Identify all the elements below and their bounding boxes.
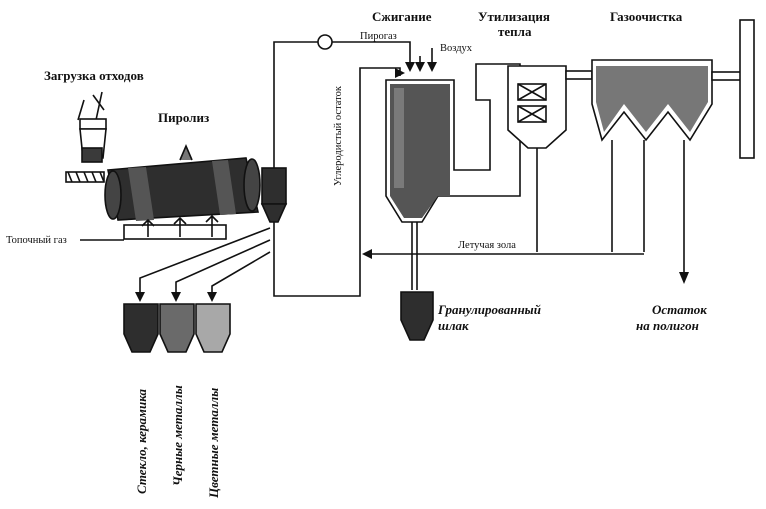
gas-cleaning-unit: [591, 59, 713, 284]
chimney-stack: [711, 19, 755, 159]
slag-drop: [400, 222, 434, 341]
label-carbon-residue: Углеродистый остаток: [333, 85, 344, 186]
label-glass-ceramics: Стекло, керамика: [134, 389, 149, 494]
separation-lines: [135, 227, 271, 302]
label-nonferrous-metals: Цветные металлы: [206, 388, 221, 499]
label-combustion: Сжигание: [372, 9, 432, 24]
label-fly-ash: Летучая зола: [458, 240, 516, 251]
fly-ash-line: [362, 249, 644, 259]
label-air: Воздух: [440, 43, 473, 54]
label-pyrogas: Пирогаз: [360, 31, 397, 42]
pyrogas-pipe: [273, 34, 415, 168]
label-pyrolysis: Пиролиз: [158, 110, 209, 125]
label-heat-recovery-2: тепла: [498, 24, 532, 39]
label-ferrous-metals: Черные металлы: [170, 385, 185, 486]
pyrolysis-drum: [104, 143, 261, 221]
nonferrous-metals-bin: [195, 303, 231, 353]
label-gas-cleaning: Газоочистка: [610, 9, 683, 24]
burner-bed: [123, 214, 227, 240]
separation-bins: [123, 303, 231, 353]
ferrous-metals-bin: [159, 303, 195, 353]
label-granulated-slag-2: шлак: [438, 318, 469, 333]
glass-ceramics-bin: [123, 303, 159, 353]
discharge-chamber: [260, 167, 288, 223]
waste-loading-hopper: [65, 91, 107, 183]
heat-recovery-unit: [507, 65, 567, 252]
label-heat-recovery-1: Утилизация: [478, 9, 550, 24]
label-waste-loading: Загрузка отходов: [44, 68, 144, 83]
flue-duct: [565, 70, 593, 80]
label-residue-1: Остаток: [652, 302, 707, 317]
air-inlet: [415, 48, 437, 72]
carbon-residue-line: [273, 67, 405, 297]
label-granulated-slag-1: Гранулированный: [437, 302, 541, 317]
label-residue-2: на полигон: [636, 318, 699, 333]
label-fuel-gas: Топочный газ: [6, 235, 67, 246]
combustion-chamber: [385, 63, 521, 223]
